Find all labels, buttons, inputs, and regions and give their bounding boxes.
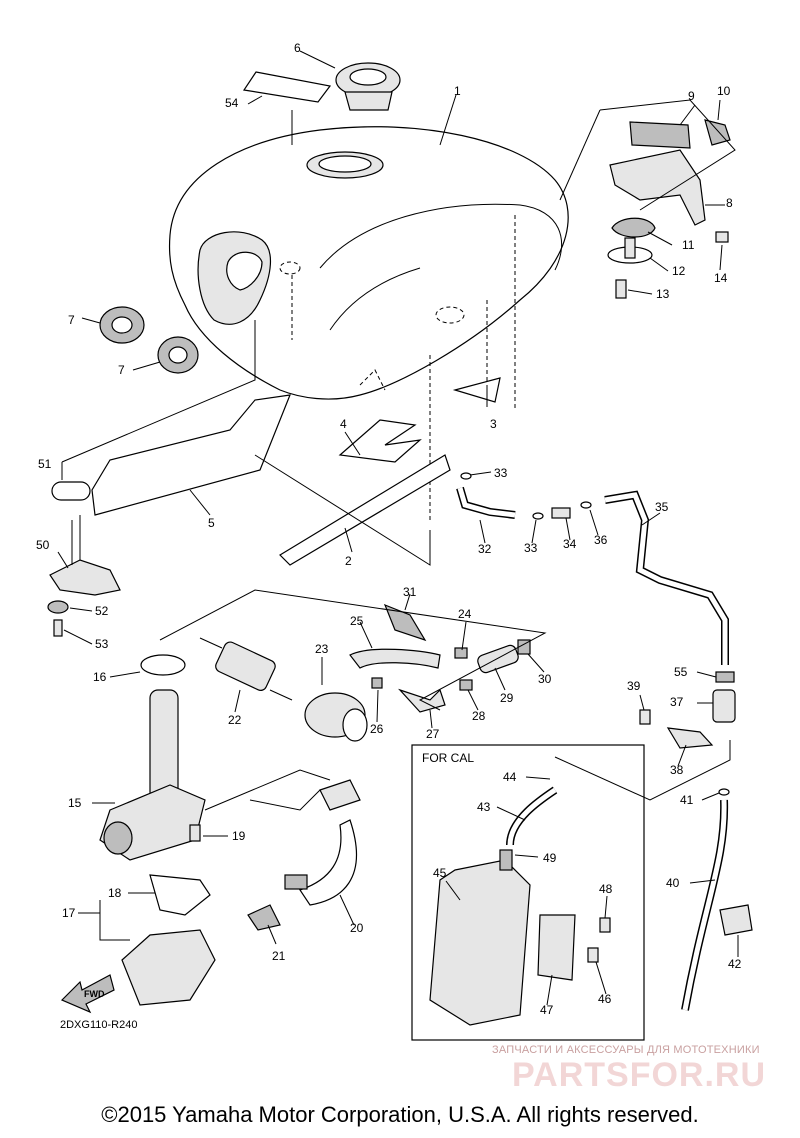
- part-number-49: 49: [543, 851, 557, 865]
- watermark-logo: PARTSFOR.RU: [512, 1056, 767, 1094]
- fuel-filter-pump-drawing: [199, 603, 531, 931]
- part-number-callouts: 1 2 3 4 5 6 7 7 8 9 10 11 12 13 14 15 16…: [36, 41, 742, 1017]
- leader-lines: [57, 50, 739, 1006]
- part-number-32: 32: [478, 542, 492, 556]
- sender-unit-drawing: [47, 481, 121, 637]
- part-number-36: 36: [594, 533, 608, 547]
- fuel-cap-drawing: [242, 62, 401, 111]
- part-number-45: 45: [433, 866, 447, 880]
- fuel-cock-drawing: [99, 654, 216, 1006]
- fuel-tank-drawing: [168, 126, 569, 520]
- for-cal-box: [411, 744, 645, 1041]
- part-number-39: 39: [627, 679, 641, 693]
- part-number-28: 28: [472, 709, 486, 723]
- part-number-31: 31: [403, 585, 417, 599]
- part-number-47: 47: [540, 1003, 554, 1017]
- part-number-30: 30: [538, 672, 552, 686]
- rear-bracket-drawing: [607, 119, 731, 299]
- part-number-55: 55: [674, 665, 688, 679]
- part-number-22: 22: [228, 713, 242, 727]
- part-number-53: 53: [95, 637, 109, 651]
- part-number-11: 11: [682, 238, 695, 252]
- part-number-14: 14: [714, 271, 728, 285]
- part-number-42: 42: [728, 957, 742, 971]
- part-number-2: 2: [345, 554, 352, 568]
- part-number-27: 27: [426, 727, 440, 741]
- part-number-7a: 7: [68, 313, 75, 327]
- part-number-33a: 33: [494, 466, 508, 480]
- part-number-20: 20: [350, 921, 364, 935]
- part-number-3: 3: [490, 417, 497, 431]
- part-number-10: 10: [717, 84, 731, 98]
- part-number-51: 51: [38, 457, 52, 471]
- watermark-tagline: ЗАПЧАСТИ И АКСЕССУАРЫ ДЛЯ МОТОТЕХНИКИ: [492, 1044, 760, 1056]
- part-number-41: 41: [680, 793, 694, 807]
- tank-covers-drawing: [91, 377, 501, 566]
- part-number-44: 44: [503, 770, 517, 784]
- part-number-26: 26: [370, 722, 384, 736]
- part-number-21: 21: [272, 949, 286, 963]
- part-number-35: 35: [655, 500, 669, 514]
- part-number-5: 5: [208, 516, 215, 530]
- part-number-23: 23: [315, 642, 329, 656]
- part-number-38: 38: [670, 763, 684, 777]
- part-number-17: 17: [62, 906, 76, 920]
- box-label: FOR CAL: [422, 751, 474, 765]
- part-number-33b: 33: [524, 541, 538, 555]
- part-number-9: 9: [688, 89, 695, 103]
- part-number-1: 1: [454, 84, 461, 98]
- part-number-4: 4: [340, 417, 347, 431]
- grommets-drawing: [99, 306, 199, 374]
- part-number-24: 24: [458, 607, 472, 621]
- part-number-48: 48: [599, 882, 613, 896]
- part-number-16: 16: [93, 670, 107, 684]
- part-number-15: 15: [68, 796, 82, 810]
- part-number-37: 37: [670, 695, 684, 709]
- part-number-54: 54: [225, 96, 239, 110]
- part-number-13: 13: [656, 287, 670, 301]
- part-number-40: 40: [666, 876, 680, 890]
- part-number-25: 25: [350, 614, 364, 628]
- fwd-arrow: FWD: [60, 974, 115, 1014]
- part-number-8: 8: [726, 196, 733, 210]
- part-number-19: 19: [232, 829, 246, 843]
- part-number-6: 6: [294, 41, 301, 55]
- part-number-43: 43: [477, 800, 491, 814]
- copyright-notice: ©2015 Yamaha Motor Corporation, U.S.A. A…: [101, 1102, 699, 1127]
- part-number-50: 50: [36, 538, 50, 552]
- part-number-12: 12: [672, 264, 686, 278]
- vent-hoses-drawing: [456, 472, 753, 1011]
- fwd-label: FWD: [84, 989, 105, 999]
- diagram-code: 2DXG110-R240: [60, 1019, 137, 1031]
- part-number-52: 52: [95, 604, 109, 618]
- part-number-46: 46: [598, 992, 612, 1006]
- part-number-18: 18: [108, 886, 122, 900]
- part-number-34: 34: [563, 537, 577, 551]
- part-number-7b: 7: [118, 363, 125, 377]
- part-number-29: 29: [500, 691, 514, 705]
